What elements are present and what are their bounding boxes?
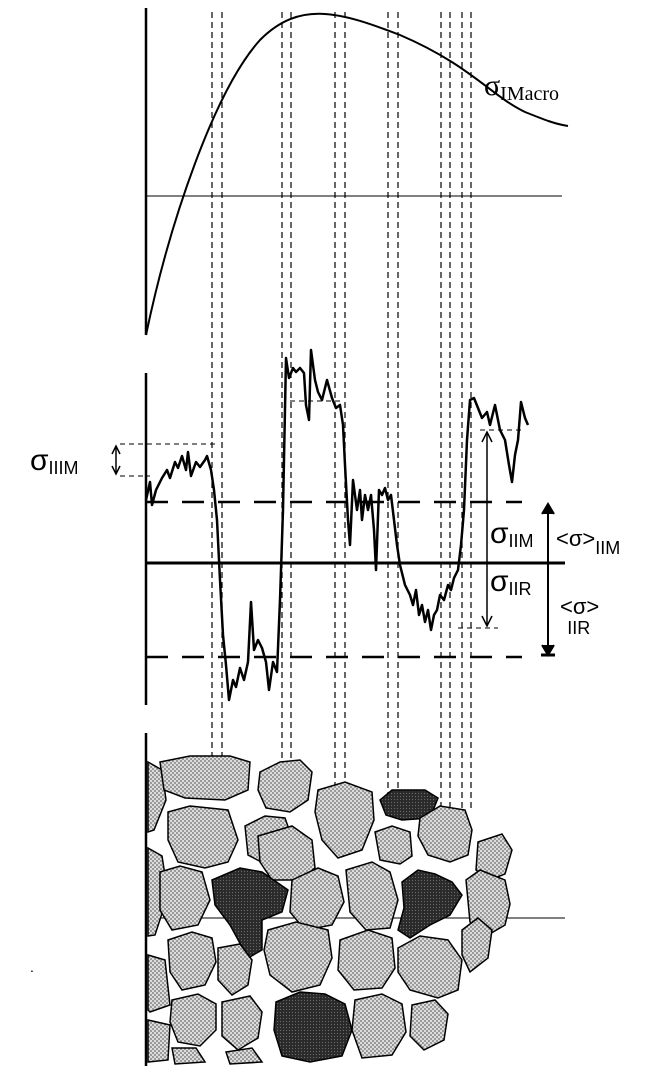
macro-stress-panel: σIMacro [144,8,569,336]
grain-18 [397,935,463,999]
grain-14 [167,931,217,991]
grain-11 [289,867,345,931]
grain-19 [461,917,493,974]
micro-stress-curve [144,348,530,702]
grain-16 [263,921,333,993]
grain-edge-4 [147,1019,171,1063]
grain-24 [171,1047,207,1065]
grain-2 [257,759,313,813]
grain-10 [159,865,211,931]
type2m-stress-label: σIIM [490,517,534,551]
grain-4 [417,805,473,863]
grain-21 [221,995,263,1051]
type2r-stress-label: σIIR [490,565,532,599]
grain-20 [169,993,217,1047]
microstructure-panel: . [30,733,565,1066]
grain-dark-1 [379,789,439,821]
grain-1 [159,755,251,801]
mean-m-stress-label: <σ>IIM [556,526,620,558]
grain-25 [225,1047,264,1065]
grain-dark-4 [273,991,353,1063]
type2-stress-arrow [481,430,493,628]
grain-8 [374,825,413,865]
grain-12 [345,861,399,931]
grain-boundary-projection-lines [211,12,472,810]
grain-3 [314,781,375,859]
grain-15 [217,943,253,996]
grain-edge-1 [147,760,167,834]
grain-7 [257,825,316,881]
macro-stress-label: σIMacro [484,69,559,105]
grain-edge-2 [147,846,169,937]
grain-dark-3 [397,869,463,939]
micro-stress-panel: σIIIM σIIM <σ>IIM σIIR <σ>IIR [30,348,620,705]
grain-22 [351,993,407,1059]
grain-edge-3 [147,953,171,1013]
mean-stress-range-arrow [541,502,555,657]
grain-9 [475,833,513,881]
grain-dark-2 [211,867,289,960]
grain-5 [167,805,239,869]
macro-stress-curve [145,12,569,336]
grain-23 [409,999,449,1051]
mean-r-stress-label: <σ>IIR [560,594,599,638]
type3-stress-bracket [111,444,121,476]
type3-stress-label: σIIIM [30,444,79,478]
grain-17 [337,929,396,991]
stray-mark: . [30,959,34,975]
